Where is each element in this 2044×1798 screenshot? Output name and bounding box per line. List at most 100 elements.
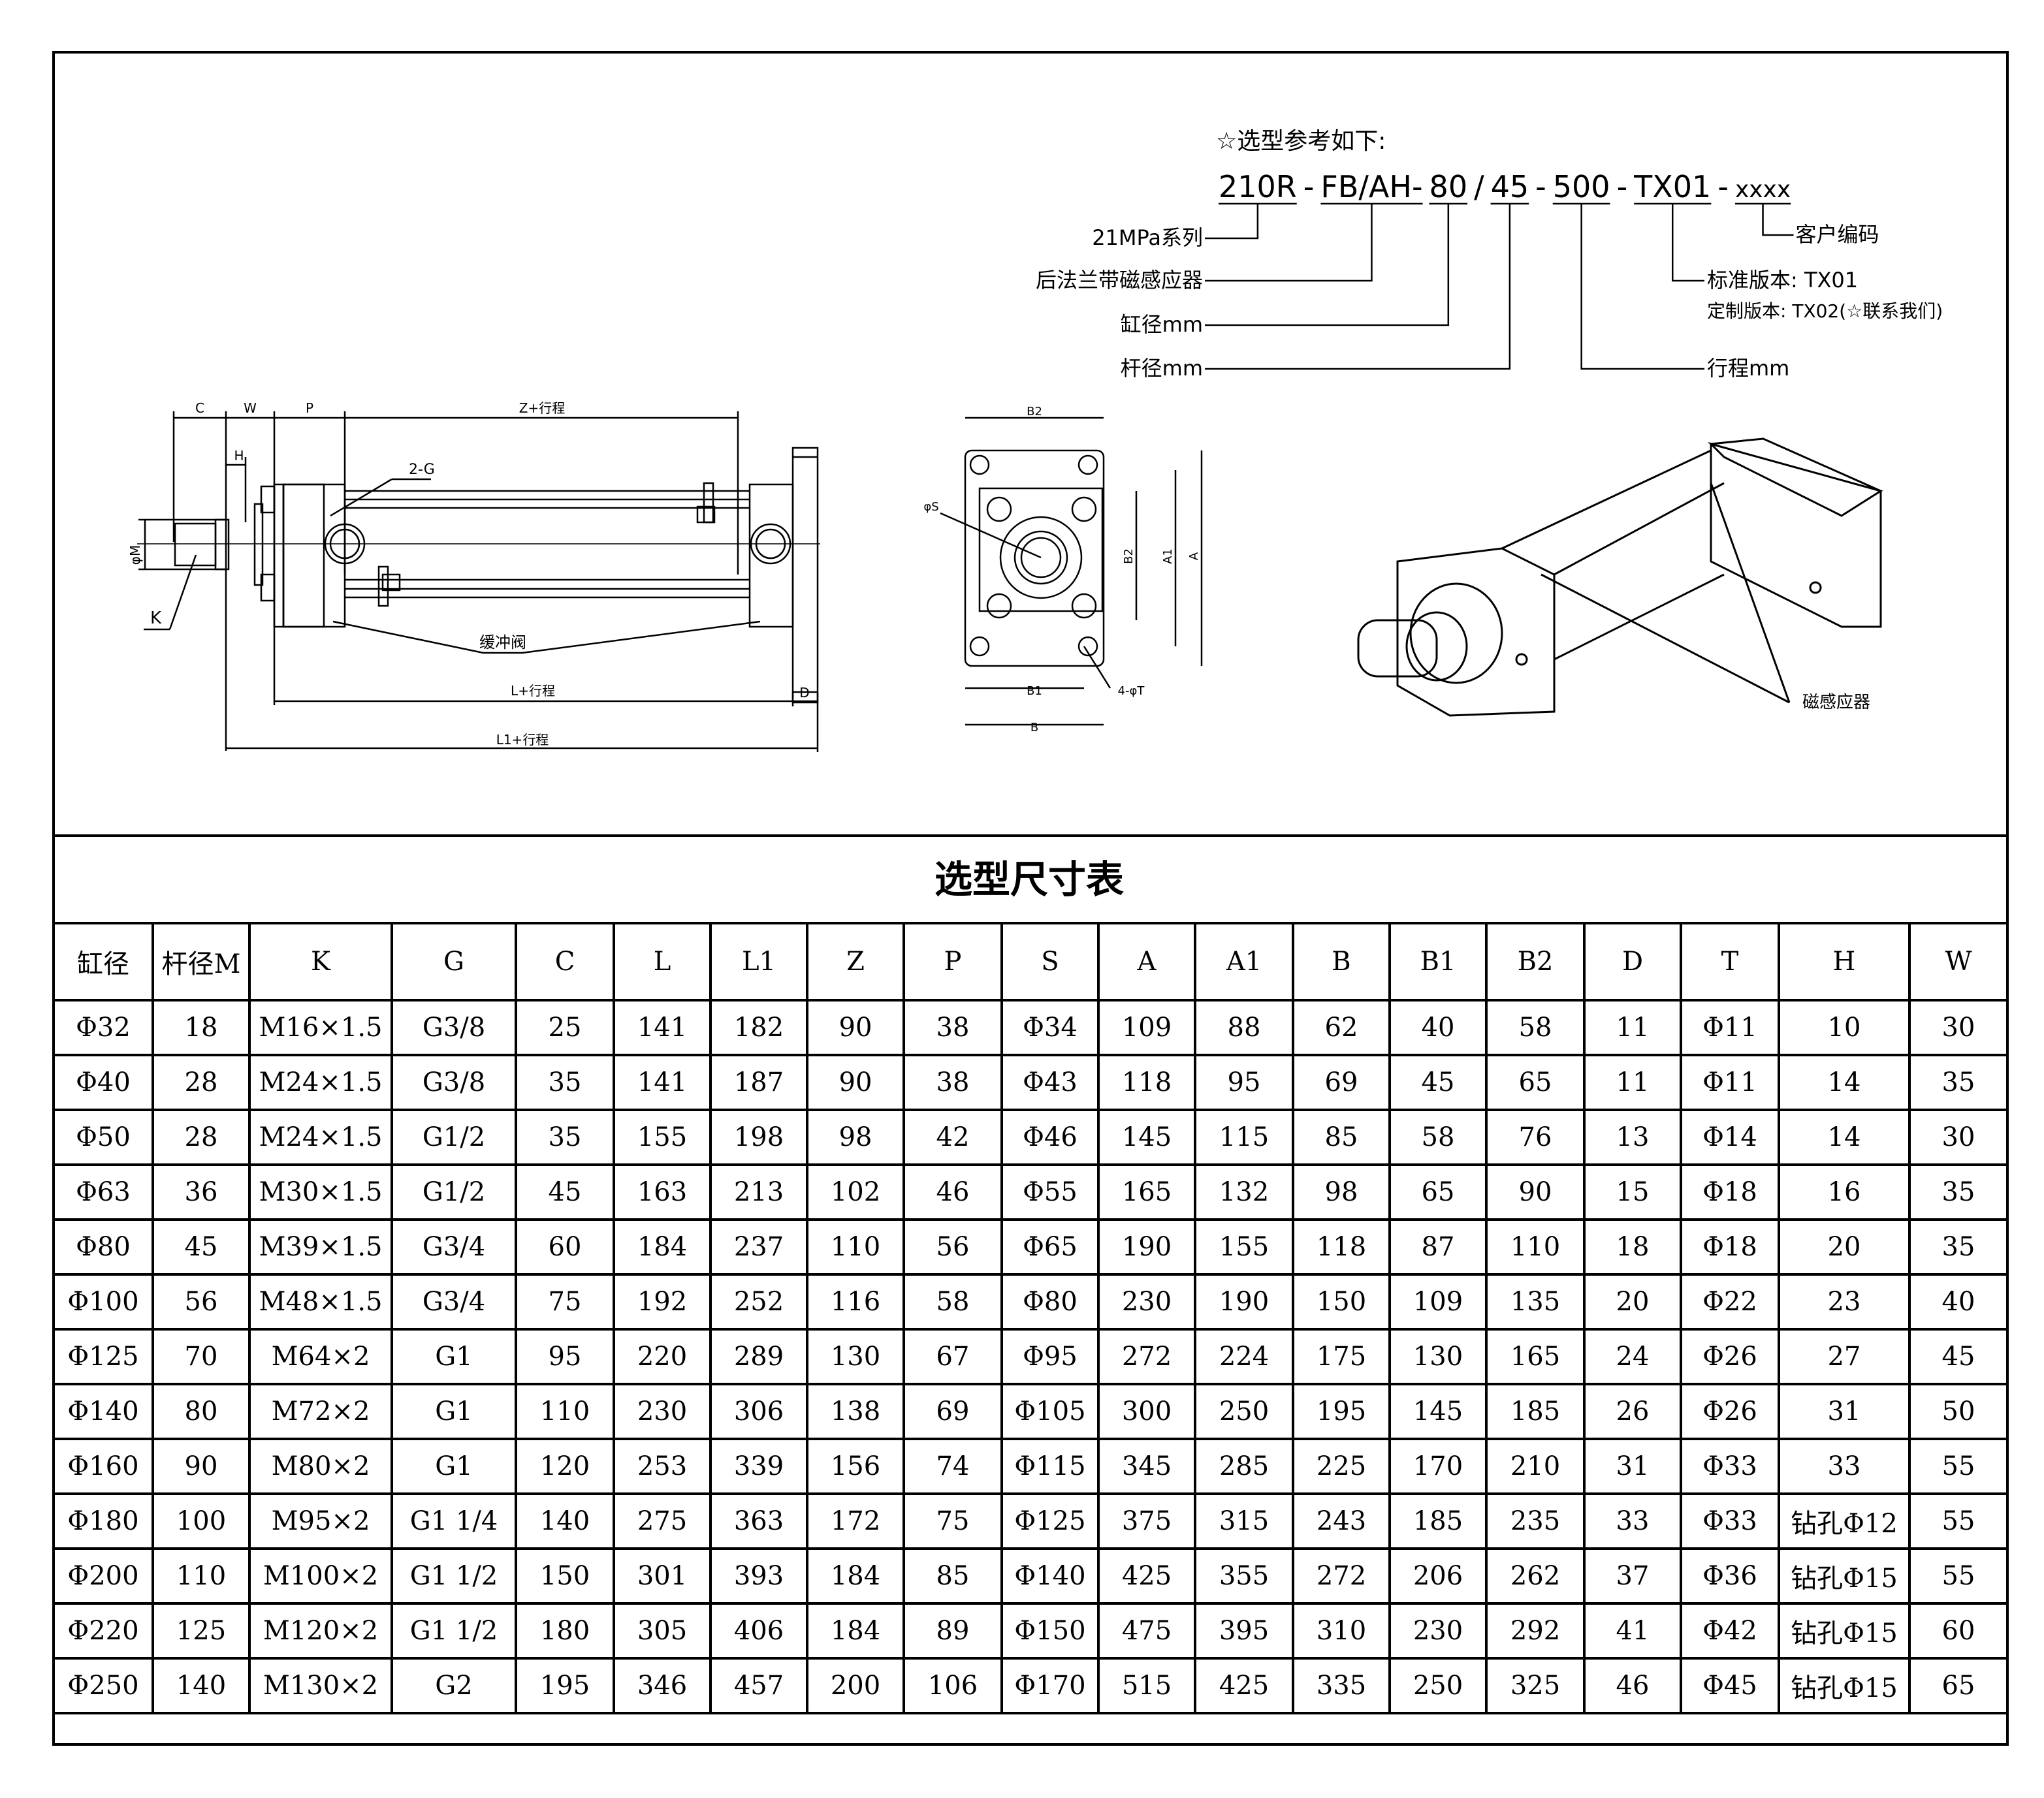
table-cell: 11 [1583, 1054, 1682, 1111]
table-cell: 425 [1194, 1657, 1294, 1714]
table-cell: 46 [902, 1163, 1003, 1221]
table-cell: 55 [1908, 1492, 2009, 1550]
table-cell: 27 [1778, 1328, 1911, 1385]
table-cell: 55 [1908, 1438, 2009, 1495]
table-cell: 41 [1583, 1602, 1682, 1660]
table-cell: G1 [391, 1383, 517, 1440]
table-cell: 67 [902, 1328, 1003, 1385]
table-cell: 45 [515, 1163, 615, 1221]
table-cell: 25 [515, 999, 615, 1056]
table-cell: 45 [152, 1218, 251, 1276]
table-cell: 285 [1194, 1438, 1294, 1495]
table-cell: 345 [1097, 1438, 1196, 1495]
table-cell: Φ34 [1000, 999, 1100, 1056]
table-cell: Φ125 [1000, 1492, 1100, 1550]
table-cell: Φ33 [1680, 1438, 1780, 1495]
table-cell: 42 [902, 1109, 1003, 1166]
table-cell: 155 [613, 1109, 712, 1166]
table-cell: G2 [391, 1657, 517, 1714]
table-cell: 74 [902, 1438, 1003, 1495]
column-header: A1 [1194, 922, 1294, 1002]
code-sep: - [1535, 169, 1546, 204]
column-header: B2 [1485, 922, 1586, 1002]
code-bore: 80 [1429, 169, 1468, 204]
table-cell: 185 [1388, 1492, 1488, 1550]
label-customer-code: 客户编码 [1796, 222, 1879, 247]
table-cell: 375 [1097, 1492, 1196, 1550]
table-cell: 237 [709, 1218, 808, 1276]
table-cell: 106 [902, 1657, 1003, 1714]
selection-guide: ☆选型参考如下: 210R - FB/AH- 80 / 45 - 500 - T… [1036, 128, 1943, 381]
table-cell: 300 [1097, 1383, 1196, 1440]
table-cell: 45 [1388, 1054, 1488, 1111]
table-cell: 100 [152, 1492, 251, 1550]
table-cell: 130 [1388, 1328, 1488, 1385]
table-cell: 88 [1194, 999, 1294, 1056]
table-cell: 30 [1908, 999, 2009, 1056]
dim-b2-side: B2 [1122, 548, 1136, 564]
table-cell: 35 [1908, 1218, 2009, 1276]
table-cell: 393 [709, 1547, 808, 1605]
table-cell: 184 [613, 1218, 712, 1276]
table-cell: G3/4 [391, 1218, 517, 1276]
connector-series [1205, 204, 1259, 240]
code-customer: xxxx [1735, 176, 1791, 203]
code-rod: 45 [1491, 169, 1529, 204]
table-cell: M120×2 [248, 1602, 393, 1660]
table-cell: 95 [1194, 1054, 1294, 1111]
table-cell: 87 [1388, 1218, 1488, 1276]
table-cell: 145 [1097, 1109, 1196, 1166]
table-cell: 155 [1194, 1218, 1294, 1276]
table-cell: 20 [1778, 1218, 1911, 1276]
table-cell: 118 [1292, 1218, 1391, 1276]
table-cell: 135 [1485, 1273, 1586, 1331]
table-cell: 14 [1778, 1054, 1911, 1111]
code-stroke: 500 [1553, 169, 1610, 204]
table-title: 选型尺寸表 [934, 857, 1124, 902]
table-cell: 163 [613, 1163, 712, 1221]
table-cell: 220 [613, 1328, 712, 1385]
table-cell: 58 [902, 1273, 1003, 1331]
table-cell: 200 [806, 1657, 905, 1714]
table-cell: Φ65 [1000, 1218, 1100, 1276]
table-cell: 515 [1097, 1657, 1196, 1714]
table-cell: 58 [1388, 1109, 1488, 1166]
table-cell: 31 [1778, 1383, 1911, 1440]
table-cell: 35 [1908, 1054, 2009, 1111]
table-cell: 89 [902, 1602, 1003, 1660]
column-header: B1 [1388, 922, 1488, 1002]
table-cell: G3/8 [391, 999, 517, 1056]
table-cell: 475 [1097, 1602, 1196, 1660]
table-cell: 406 [709, 1602, 808, 1660]
table-cell: Φ18 [1680, 1218, 1780, 1276]
table-cell: 156 [806, 1438, 905, 1495]
table-cell: Φ80 [1000, 1273, 1100, 1331]
table-cell: Φ140 [1000, 1547, 1100, 1605]
table-cell: 306 [709, 1383, 808, 1440]
table-cell: 65 [1388, 1163, 1488, 1221]
table-cell: 33 [1778, 1438, 1911, 1495]
table-cell: 40 [1388, 999, 1488, 1056]
connector-customer [1762, 204, 1794, 236]
column-header: 缸径 [52, 922, 154, 1002]
table-cell: 46 [1583, 1657, 1682, 1714]
table-cell: 141 [613, 999, 712, 1056]
code-series: 210R [1219, 169, 1297, 204]
table-cell: 346 [613, 1657, 712, 1714]
table-cell: 116 [806, 1273, 905, 1331]
table-cell: 250 [1194, 1383, 1294, 1440]
code-mount: FB/AH- [1320, 169, 1422, 204]
table-cell: 98 [1292, 1163, 1391, 1221]
column-header: D [1583, 922, 1682, 1002]
guide-heading: ☆选型参考如下: [1216, 128, 1386, 155]
table-cell: G3/8 [391, 1054, 517, 1111]
table-cell: 224 [1194, 1328, 1294, 1385]
label-stroke: 行程mm [1707, 356, 1789, 381]
table-cell: M24×1.5 [248, 1109, 393, 1166]
table-cell: 132 [1194, 1163, 1294, 1221]
table-cell: Φ11 [1680, 999, 1780, 1056]
table-cell: 14 [1778, 1109, 1911, 1166]
